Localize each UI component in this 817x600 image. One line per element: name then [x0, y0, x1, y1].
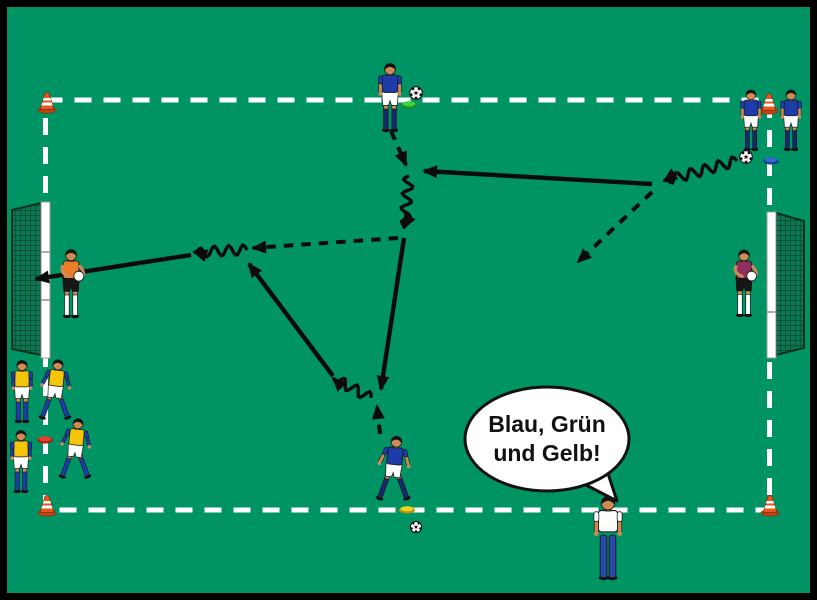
marker-disc — [401, 101, 417, 109]
speech-text-line2: und Gelb! — [493, 440, 600, 466]
soccer-ball — [739, 150, 753, 164]
pass-diagonal-upleft-arrow — [247, 262, 335, 378]
corner-cone — [759, 93, 779, 115]
marker-disc — [399, 506, 415, 514]
pass-center-down-arrow — [376, 237, 407, 391]
player-yellow-waiting-2 — [10, 430, 32, 494]
player-top-right-support — [780, 89, 802, 152]
run-bottom-up-arrow — [371, 404, 385, 435]
speech-bubble: Blau, Grün und Gelb! — [463, 385, 631, 503]
dribble-center-down-arrow — [399, 174, 416, 230]
dribble-top-right-arrow — [662, 155, 739, 185]
marker-disc — [763, 157, 779, 165]
soccer-ball — [409, 520, 423, 534]
speech-text-line1: Blau, Grün — [488, 411, 606, 437]
shot-into-left-goal-arrow — [34, 252, 192, 284]
player-yellow-runner-2 — [58, 418, 92, 479]
run-center-to-left-arrow — [251, 236, 399, 254]
corner-cone — [37, 495, 57, 517]
speech-bubble-body — [463, 385, 631, 493]
player-yellow-waiting-1 — [11, 360, 33, 424]
players-layer — [10, 63, 802, 581]
player-right-goalkeeper — [733, 249, 758, 318]
left-goal — [11, 201, 51, 359]
right-goal — [766, 211, 805, 359]
dribble-bottom-upleft-arrow — [331, 376, 373, 400]
equipment-layer — [37, 86, 780, 534]
corner-cone — [37, 92, 57, 114]
player-bottom-runner — [375, 435, 411, 501]
player-yellow-runner-1 — [38, 359, 72, 420]
marker-disc — [37, 436, 53, 444]
soccer-ball — [409, 86, 423, 100]
corner-cone — [760, 495, 780, 517]
player-left-goalkeeper — [60, 249, 86, 319]
arrows-layer — [34, 130, 739, 435]
dribble-left-wing-arrow — [192, 243, 249, 262]
player-top-center-attacker — [378, 63, 402, 133]
run-top-center-down-arrow — [389, 130, 408, 167]
player-top-right-dribbler — [740, 89, 762, 152]
pass-right-to-center-arrow — [422, 165, 653, 187]
